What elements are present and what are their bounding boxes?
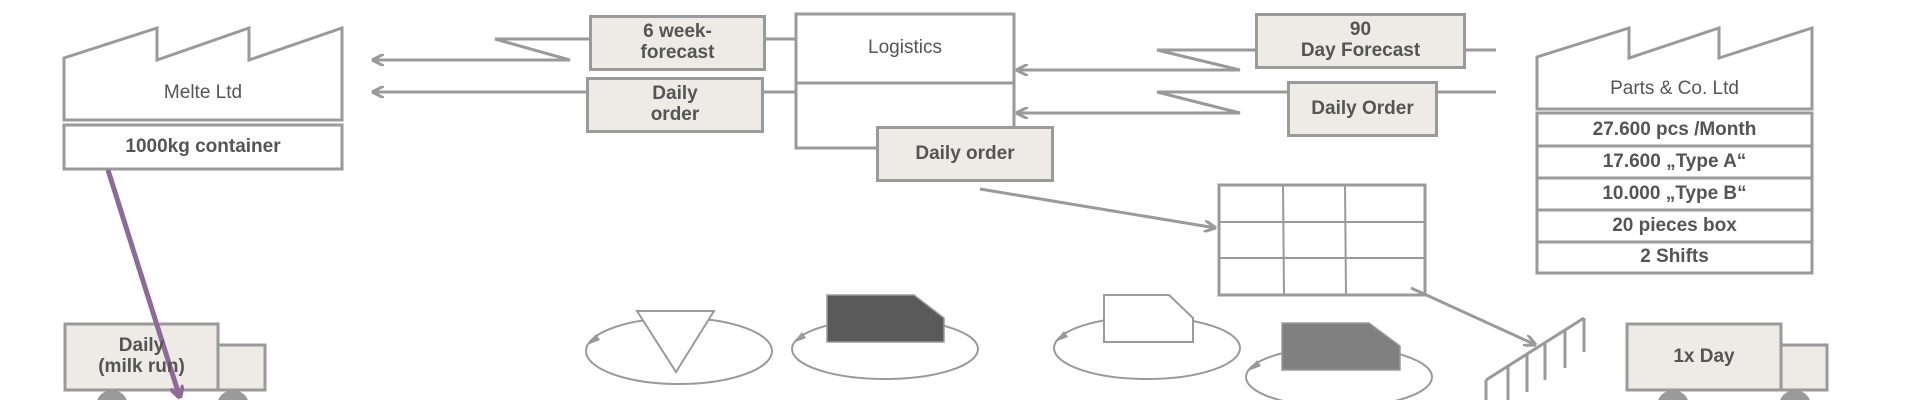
customer-name: Melte Ltd	[163, 81, 243, 103]
logistics-title: Logistics	[868, 37, 942, 59]
truck-icon	[1625, 322, 1829, 400]
wheel-icon	[97, 390, 127, 400]
supplier-data-row: 2 Shifts	[1640, 246, 1709, 268]
supplier-data-box	[1535, 111, 1814, 275]
customer-data-value: 1000kg container	[125, 135, 281, 157]
left-truck-label: Daily (milk run)	[65, 324, 218, 390]
daily-order-left-text: Daily order	[650, 83, 700, 125]
milk-run-arrow	[105, 169, 180, 398]
left-truck-text: Daily (milk run)	[98, 335, 185, 377]
order-to-heijunka-arrow	[979, 187, 1216, 228]
signal-kanban-loop	[1245, 322, 1433, 400]
supplier-data-row: 20 pieces box	[1612, 214, 1737, 236]
heijunka-to-post-arrow	[1410, 286, 1536, 345]
electronic-info-arrow-icon	[372, 37, 589, 60]
daily-order-right-label: Daily Order	[1287, 81, 1438, 137]
supplier-data-row: 27.600 pcs /Month	[1592, 118, 1757, 140]
supplier-data-row: 10.000 „Type B“	[1602, 182, 1747, 204]
inventory-triangle-icon	[635, 310, 716, 374]
right-truck-label: 1x Day	[1673, 345, 1735, 367]
loop-arrow-icon	[1055, 331, 1068, 342]
supplier-name: Parts & Co. Ltd	[1610, 77, 1739, 99]
loop-arrow-icon	[793, 332, 806, 343]
six-week-forecast-label: 6 week- forecast	[589, 15, 766, 71]
electronic-info-arrow-icon	[1016, 90, 1287, 113]
loop-arrow-icon	[587, 334, 600, 345]
supermarket-loop	[585, 310, 773, 385]
withdrawal-kanban-loop	[791, 294, 979, 380]
supplier-data-row: 17.600 „Type A“	[1602, 150, 1747, 172]
heijunka-box-icon	[1217, 183, 1427, 297]
customer-factory-icon	[62, 25, 344, 122]
ninety-day-forecast-label: 90 Day Forecast	[1255, 13, 1466, 69]
daily-order-bottom-label: Daily order	[876, 126, 1054, 182]
kanban-icon	[826, 294, 945, 343]
ninety-day-forecast-text: 90 Day Forecast	[1300, 19, 1421, 61]
daily-order-left-label: Daily order	[586, 77, 764, 133]
truck-icon	[63, 322, 267, 400]
supplier-factory-icon	[1535, 25, 1814, 111]
electronic-info-arrow-icon	[1016, 48, 1255, 70]
wheel-icon	[1658, 390, 1688, 400]
wheel-icon	[1780, 390, 1810, 400]
kanban-icon	[1281, 322, 1401, 371]
six-week-forecast-text: 6 week- forecast	[640, 21, 715, 63]
kanban-post-icon	[1484, 316, 1586, 400]
production-kanban-loop	[1053, 294, 1241, 380]
kanban-icon	[1103, 294, 1194, 343]
wheel-icon	[218, 390, 248, 400]
logistics-box	[794, 12, 1016, 150]
customer-data-box	[62, 123, 344, 171]
loop-arrow-icon	[1248, 360, 1261, 371]
